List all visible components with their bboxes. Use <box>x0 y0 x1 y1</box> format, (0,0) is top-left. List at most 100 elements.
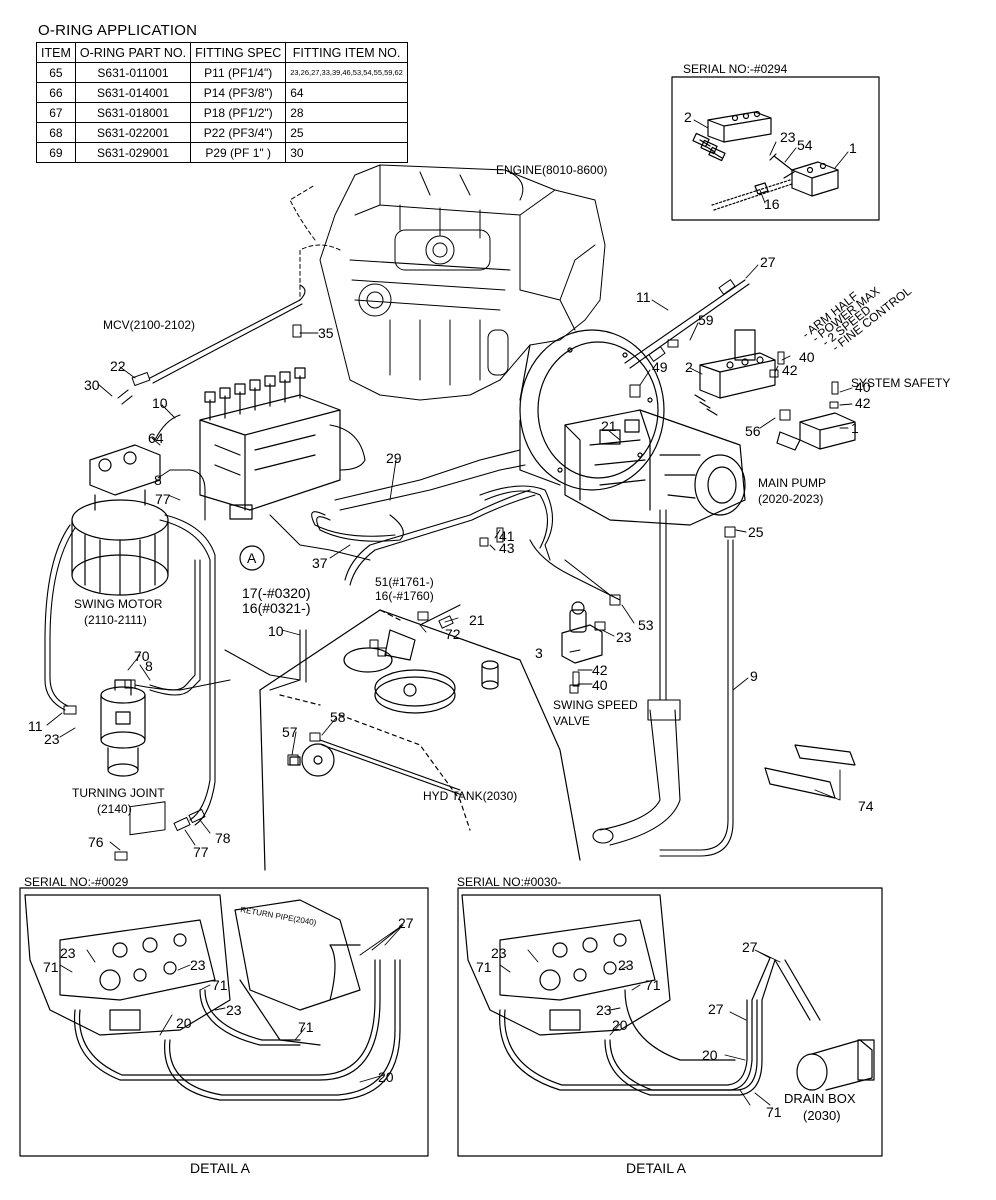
hydraulic-tank <box>259 609 581 871</box>
cell-part-no: S631-022001 <box>74 122 192 143</box>
col-header-part-no: O-RING PART NO. <box>74 42 192 63</box>
callout-70: 70 <box>134 648 150 664</box>
callout-57: 57 <box>282 724 298 740</box>
swing-motor <box>71 444 169 596</box>
oring-table: ITEM O-RING PART NO. FITTING SPEC FITTIN… <box>36 42 408 163</box>
callout-77: 77 <box>193 844 209 860</box>
cell-item: 68 <box>36 122 76 143</box>
oring-table-header-row: ITEM O-RING PART NO. FITTING SPEC FITTIN… <box>36 42 408 63</box>
callout-42: 42 <box>592 662 608 678</box>
detail-left-hoses <box>73 944 401 1101</box>
callout-8: 8 <box>145 658 153 674</box>
callout-3: 3 <box>535 645 543 661</box>
callout-40: 40 <box>855 379 871 395</box>
callout-35: 35 <box>318 325 334 341</box>
callout-40: 40 <box>592 677 608 693</box>
callout-2: 2 <box>685 359 693 375</box>
callout-42: 42 <box>782 362 798 378</box>
main-pump-label: MAIN PUMP <box>758 476 826 490</box>
detail-a-reference-circle <box>239 545 265 571</box>
callout-numbers: 2 23 54 1 16 27 11 59 40 42 2 40 42 56 1… <box>28 109 874 1120</box>
callout-1: 1 <box>851 420 859 436</box>
drain-box-label: DRAIN BOX <box>784 1091 856 1106</box>
cell-part-no: S631-029001 <box>74 142 192 163</box>
engine-label: ENGINE(8010-8600) <box>496 163 607 177</box>
detail-right-callout-71: 71 <box>645 977 661 993</box>
swing-motor-label: SWING MOTOR <box>74 597 163 611</box>
mcv-valve <box>199 367 341 520</box>
hyd-tank-label: HYD TANK(2030) <box>423 789 517 803</box>
turning-joint-code: (2140) <box>97 802 132 816</box>
callout-2: 2 <box>684 109 692 125</box>
callout-56: 56 <box>745 423 761 439</box>
callout-11: 11 <box>636 289 651 305</box>
table-row: 69 S631-029001 P29 (PF 1" ) 30 <box>36 142 408 163</box>
main-pump-code: (2020-2023) <box>758 492 823 506</box>
callout-64: 64 <box>148 430 164 446</box>
swing-speed-valve-label-1: SWING SPEED <box>553 698 638 712</box>
detail-right-hoses <box>499 957 875 1096</box>
inset-valve-block-2 <box>692 110 772 162</box>
callout-8: 8 <box>154 472 162 488</box>
detail-right-callout-71: 71 <box>766 1104 782 1120</box>
callout-10: 10 <box>152 395 168 411</box>
cell-item: 69 <box>36 142 76 163</box>
callout-11: 11 <box>28 718 43 734</box>
table-row: 66 S631-014001 P14 (PF3/8") 64 <box>36 82 408 103</box>
cell-part-no: S631-014001 <box>74 82 192 103</box>
callout-43: 43 <box>499 540 515 556</box>
callout-59: 59 <box>698 312 714 328</box>
callout-49: 49 <box>652 359 668 375</box>
solenoid-valve-block-2 <box>694 329 776 416</box>
note-51-serial: 51(#1761-) <box>375 575 434 589</box>
note-17-serial: 17(-#0320) <box>242 585 311 601</box>
detail-left-callout-71: 71 <box>298 1019 314 1035</box>
detail-right-mcv <box>461 894 671 1036</box>
hydraulic-hoses <box>44 279 750 857</box>
main-pump <box>564 409 746 526</box>
note-16-serial: 16(#0321-) <box>242 600 311 616</box>
callout-42: 42 <box>855 395 871 411</box>
cell-spec: P29 (PF 1" ) <box>190 142 287 163</box>
cell-part-no: S631-011001 <box>74 62 192 83</box>
swing-motor-code: (2110-2111) <box>84 613 147 627</box>
callout-21: 21 <box>601 418 617 434</box>
callout-72: 72 <box>445 626 461 642</box>
detail-right-callout-27: 27 <box>742 939 758 955</box>
detail-right-callout-20: 20 <box>702 1047 718 1063</box>
callout-54: 54 <box>797 137 813 153</box>
callout-78: 78 <box>215 830 231 846</box>
cell-item: 67 <box>36 102 76 123</box>
callout-30: 30 <box>84 377 100 393</box>
system-safety-label: SYSTEM SAFETY <box>851 376 950 390</box>
callout-16: 16 <box>764 196 780 212</box>
detail-left-callout-27: 27 <box>398 915 414 931</box>
cell-spec: P18 (PF1/2") <box>190 102 287 123</box>
cell-spec: P22 (PF3/4") <box>190 122 287 143</box>
callout-29: 29 <box>386 450 402 466</box>
detail-right-callout-23: 23 <box>618 957 634 973</box>
detail-left-callout-71: 71 <box>212 977 228 993</box>
leader-lines <box>46 119 853 1106</box>
callout-74: 74 <box>858 798 874 814</box>
table-row: 68 S631-022001 P22 (PF3/4") 25 <box>36 122 408 143</box>
swing-speed-valve-label-2: VALVE <box>553 714 590 728</box>
return-pipe-label: RETURN PIPE(2040) <box>240 905 318 927</box>
detail-right-callout-20: 20 <box>612 1017 628 1033</box>
callout-21: 21 <box>469 612 485 628</box>
system-safety-block-1 <box>776 412 856 451</box>
cell-item: 66 <box>36 82 76 103</box>
drain-box-code: (2030) <box>803 1108 841 1123</box>
callout-41: 41 <box>499 528 515 544</box>
serial-0029-label: SERIAL NO:-#0029 <box>24 875 129 889</box>
callout-9: 9 <box>750 668 758 684</box>
callout-27: 27 <box>760 254 776 270</box>
detail-a-left-caption: DETAIL A <box>190 1160 251 1176</box>
callout-77: 77 <box>155 491 171 507</box>
fittings <box>63 279 839 861</box>
detail-left-callout-23: 23 <box>190 957 206 973</box>
callout-1: 1 <box>849 140 857 156</box>
detail-right-callout-27: 27 <box>708 1001 724 1017</box>
mcv-label: MCV(2100-2102) <box>103 318 195 332</box>
